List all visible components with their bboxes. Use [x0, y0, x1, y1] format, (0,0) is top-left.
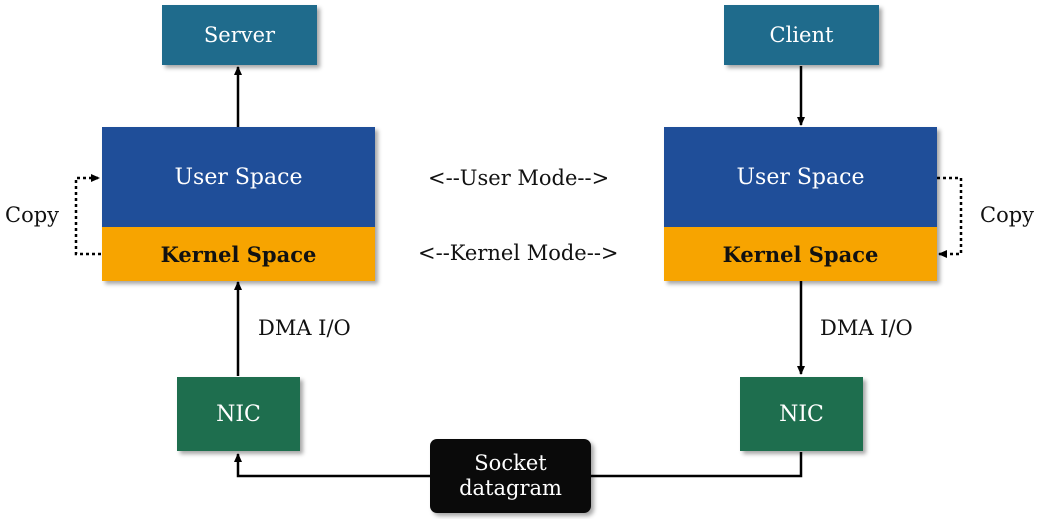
right-nic-box: NIC [740, 377, 863, 451]
right-stack: User Space Kernel Space [664, 127, 937, 281]
kernel-mode-label: <--Kernel Mode--> [418, 241, 619, 265]
user-mode-label: <--User Mode--> [428, 166, 610, 190]
right-copy-label: Copy [980, 203, 1035, 227]
socket-line1: Socket [474, 450, 547, 475]
line-nic-to-socket-right [590, 452, 803, 478]
copy-loop-right [937, 176, 963, 258]
server-box: Server [162, 5, 317, 65]
left-kernel-space: Kernel Space [102, 227, 375, 281]
right-kernel-space: Kernel Space [664, 227, 937, 281]
client-box: Client [724, 5, 879, 65]
socket-datagram-box: Socket datagram [430, 439, 591, 513]
right-dma-label: DMA I/O [820, 316, 913, 340]
left-stack: User Space Kernel Space [102, 127, 375, 281]
left-user-space: User Space [102, 127, 375, 227]
left-nic-box: NIC [177, 377, 300, 451]
right-user-space: User Space [664, 127, 937, 227]
left-copy-label: Copy [5, 203, 60, 227]
copy-loop-left [74, 174, 101, 256]
arrow-socket-to-nic-left [234, 453, 430, 478]
socket-line2: datagram [459, 476, 562, 500]
left-dma-label: DMA I/O [258, 316, 351, 340]
